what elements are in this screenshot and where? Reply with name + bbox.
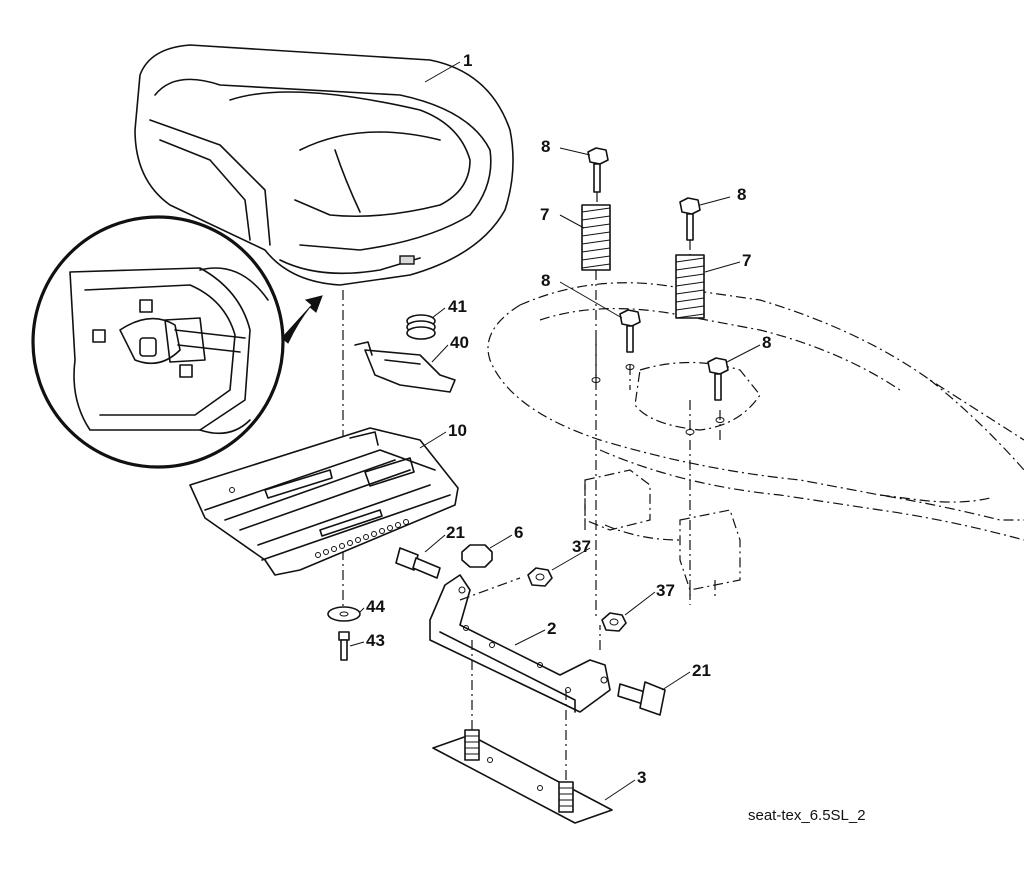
bolt-43	[338, 631, 350, 661]
bolt-8-mid-right	[707, 357, 729, 401]
callout-7-right: 7	[742, 251, 751, 270]
bolt-8-top-right	[679, 197, 701, 255]
diagram-caption: seat-tex_6.5SL_2	[748, 807, 866, 824]
stud-left	[464, 729, 480, 761]
callout-6: 6	[514, 523, 523, 542]
callout-21-right: 21	[692, 661, 711, 680]
nut-37-lower	[601, 612, 627, 632]
base-plate-3	[432, 729, 613, 824]
leader-lines	[349, 61, 761, 801]
seat-pan-adjust-holes	[315, 519, 409, 558]
callout-8-mid-right: 8	[762, 333, 771, 352]
switch-bracket-40	[354, 341, 456, 393]
stud-right	[558, 781, 574, 813]
callout-8-top-right: 8	[737, 185, 746, 204]
callout-37-upper: 37	[572, 537, 591, 556]
nut-37-upper	[527, 567, 553, 587]
callout-40: 40	[450, 333, 469, 352]
detail-arrow	[281, 295, 323, 344]
callout-2: 2	[547, 619, 556, 638]
callout-10: 10	[448, 421, 467, 440]
callout-7-left: 7	[540, 205, 549, 224]
callout-37-lower: 37	[656, 581, 675, 600]
callout-3: 3	[637, 768, 646, 787]
bolt-8-top-left	[587, 147, 609, 205]
bolt-8-mid-left	[619, 309, 641, 353]
washer-44	[327, 606, 361, 622]
callout-8-top-left: 8	[541, 137, 550, 156]
tractor-frame-outline	[487, 282, 1024, 605]
callout-44: 44	[366, 597, 385, 616]
spring-41	[406, 314, 436, 340]
shoulder-bolt-21-right	[617, 681, 666, 716]
callout-1: 1	[463, 51, 472, 70]
detail-inset-circle	[31, 215, 285, 469]
shoulder-bolt-21-left	[395, 547, 441, 579]
spring-7-left	[581, 204, 611, 271]
callout-21-left: 21	[446, 523, 465, 542]
spring-7-right	[675, 254, 705, 319]
frame-holes	[591, 364, 725, 435]
nut-6	[461, 544, 493, 568]
callout-8-mid-left: 8	[541, 271, 550, 290]
seat-pan-10	[189, 427, 459, 576]
seat-bracket-2	[429, 574, 611, 713]
callout-41: 41	[448, 297, 467, 316]
callout-labels: 1 8 8 7 7 8 8 41 40 10 21 6 37 37 2 21 4…	[366, 51, 771, 787]
seat	[134, 44, 514, 286]
callout-43: 43	[366, 631, 385, 650]
